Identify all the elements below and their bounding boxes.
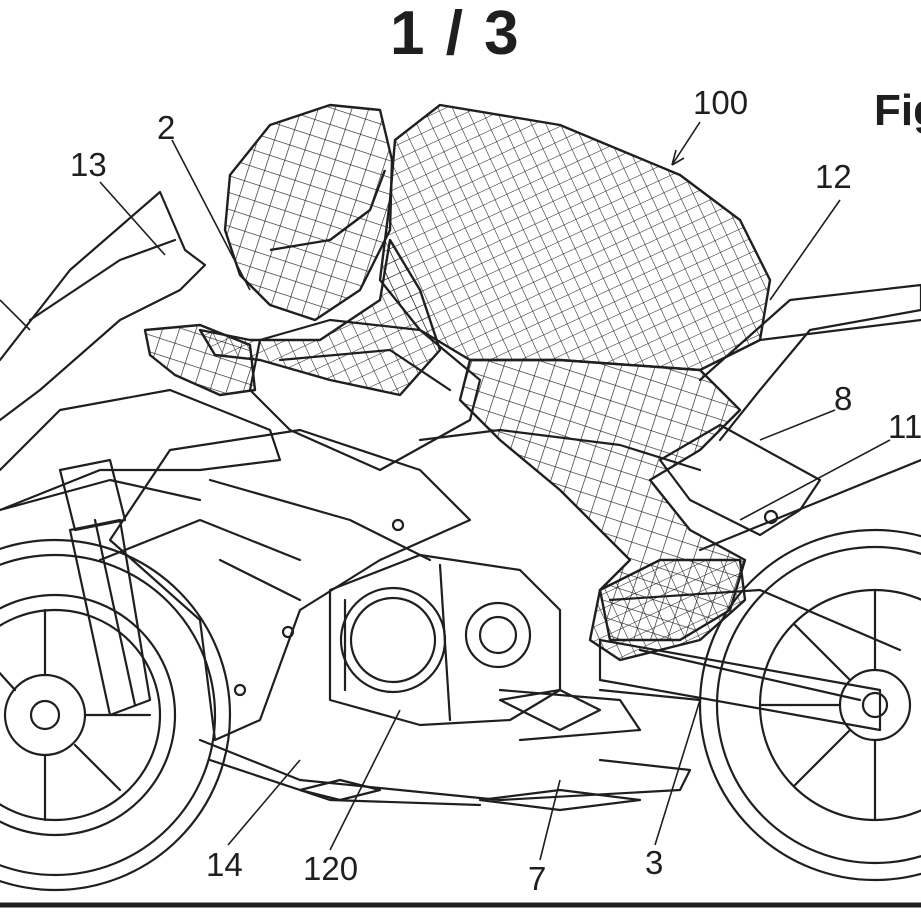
rider-boot (590, 560, 745, 660)
leader-3 (655, 700, 700, 845)
leader-left (0, 300, 30, 330)
reference-numeral-13: 13 (70, 148, 107, 181)
reference-numeral-2: 2 (157, 111, 175, 144)
leader-14 (228, 760, 300, 845)
reference-numeral-7: 7 (528, 862, 546, 895)
reference-numeral-3: 3 (645, 846, 663, 879)
reference-numeral-8: 8 (834, 382, 852, 415)
reference-numeral-100: 100 (693, 86, 748, 119)
leader-100 (672, 122, 700, 165)
leader-8 (760, 410, 835, 440)
rider (145, 105, 770, 660)
reference-numeral-14: 14 (206, 848, 243, 881)
footpeg (500, 690, 700, 730)
front-wheel (0, 540, 230, 890)
front-fork (60, 460, 150, 715)
reference-numeral-12: 12 (815, 160, 852, 193)
reference-numeral-11: 11 (888, 410, 921, 443)
leader-12 (770, 200, 840, 300)
rider-glove (145, 325, 255, 395)
rider-torso (380, 105, 770, 370)
reference-numeral-120: 120 (303, 852, 358, 885)
leader-13 (100, 182, 165, 255)
leader-11 (740, 440, 890, 520)
